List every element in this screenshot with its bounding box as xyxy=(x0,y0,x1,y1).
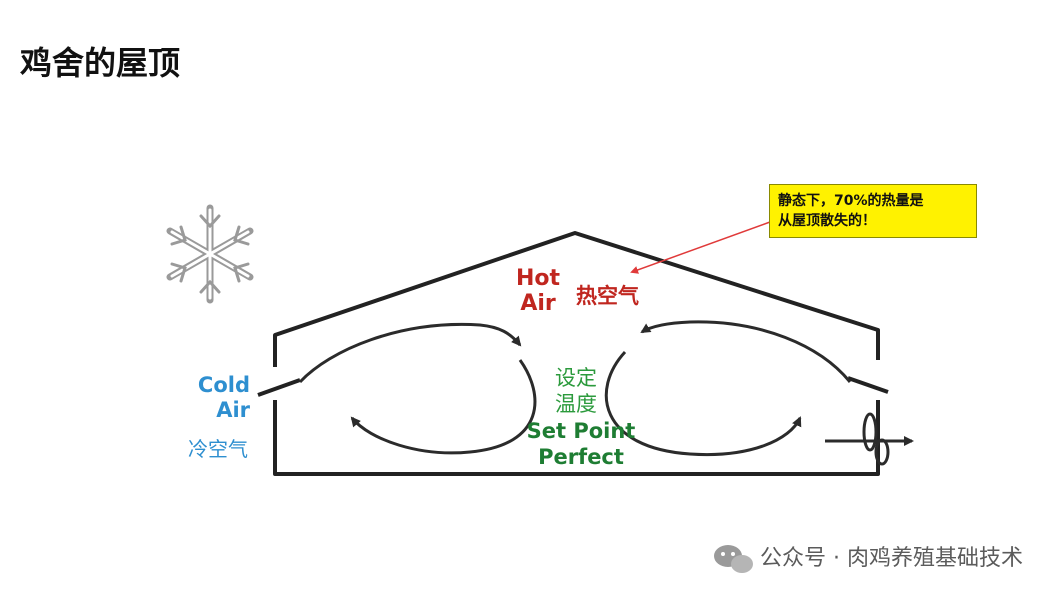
fan-icon xyxy=(825,412,914,466)
set-point-cn-label: 设定 温度 xyxy=(555,366,597,416)
cold-air-label: Cold Air xyxy=(197,373,250,422)
set-point-label: Set Point Perfect xyxy=(526,419,636,469)
air-flow-right xyxy=(604,320,852,457)
house-outline xyxy=(257,231,889,476)
cold-air-cn-label: 冷空气 xyxy=(188,437,248,461)
snowflake-icon xyxy=(166,204,254,304)
page-title: 鸡舍的屋顶 xyxy=(20,44,181,82)
wechat-icon xyxy=(714,545,753,573)
watermark-text: 公众号 · 肉鸡养殖基础技术 xyxy=(760,546,1023,571)
hot-air-cn-label: 热空气 xyxy=(576,284,639,308)
annotation-pointer xyxy=(630,221,771,274)
hot-air-label: Hot Air xyxy=(516,266,561,316)
annotation-box: 静态下，70%的热量是 从屋顶散失的！ xyxy=(769,184,977,238)
air-flow-left xyxy=(298,322,537,455)
